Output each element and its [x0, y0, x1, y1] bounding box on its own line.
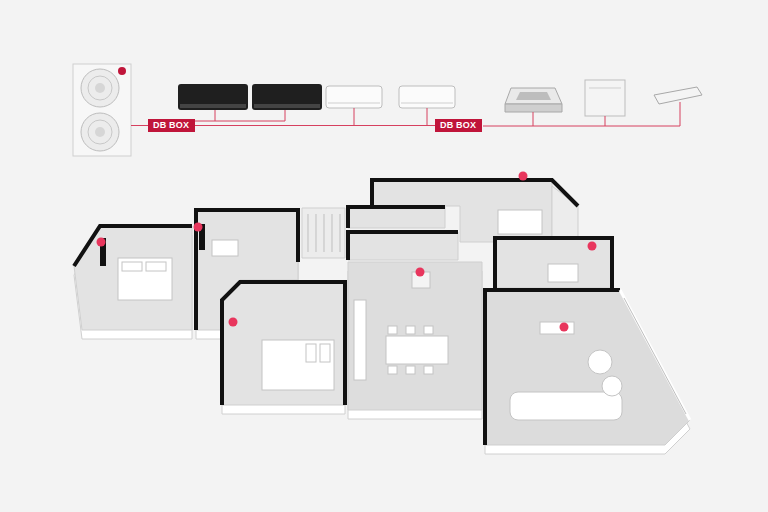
room-floor — [348, 232, 458, 260]
room-floor — [485, 290, 690, 445]
chair — [406, 326, 415, 334]
marker-dot — [560, 323, 569, 332]
room-floor — [222, 282, 345, 405]
box-label: DB BOX — [440, 120, 477, 131]
room-floor — [74, 226, 192, 330]
pipe-line — [193, 110, 285, 121]
wall — [372, 180, 578, 206]
ceiling-unit — [654, 87, 702, 104]
db-box: DB BOX — [435, 119, 482, 132]
chair — [424, 366, 433, 374]
outdoor-unit — [73, 64, 131, 156]
marker-dot — [416, 268, 425, 277]
pillow — [320, 344, 330, 362]
furniture — [118, 210, 622, 420]
console-unit — [585, 80, 625, 116]
pipe-line — [483, 102, 680, 126]
bed — [262, 340, 334, 390]
pipes — [308, 214, 340, 252]
bed — [498, 210, 542, 234]
fan-grille — [88, 76, 112, 100]
wall-unit-white — [326, 86, 382, 108]
ceiling-cassette — [540, 322, 574, 334]
dining-table — [386, 336, 448, 364]
wall — [495, 238, 612, 288]
unit-vent — [589, 88, 621, 89]
wall — [348, 207, 445, 228]
chair — [388, 326, 397, 334]
unit-vent — [401, 103, 453, 104]
marker-dot — [97, 238, 106, 247]
unit-vent — [180, 104, 246, 108]
fan-grille — [81, 113, 119, 151]
fan-hub — [95, 83, 105, 93]
side-table — [588, 350, 612, 374]
db-box: DB BOX — [148, 119, 195, 132]
pipe-line — [605, 116, 606, 126]
floor-plan — [74, 180, 690, 445]
windows — [308, 214, 690, 420]
marker-dot — [588, 242, 597, 251]
cassette-unit — [505, 88, 562, 104]
wall-unit-white — [399, 86, 455, 108]
fan-grille — [88, 120, 112, 144]
box-label: DB BOX — [153, 120, 190, 131]
cassette-unit — [505, 104, 562, 112]
chair — [424, 326, 433, 334]
pipe-line — [215, 110, 216, 121]
unit-vent — [254, 104, 320, 108]
indoor-units — [178, 80, 702, 116]
unit-housing — [73, 64, 131, 156]
wall — [222, 282, 345, 405]
wall — [196, 210, 298, 330]
pillow — [146, 262, 166, 271]
wall-unit-black — [252, 84, 322, 110]
pipe-line — [533, 112, 534, 126]
marker-dot — [519, 172, 528, 181]
wall — [348, 232, 458, 260]
room-units — [100, 224, 205, 266]
bathtub — [212, 240, 238, 256]
unit-vent — [328, 103, 380, 104]
unit-markers — [97, 172, 597, 332]
side-table — [602, 376, 622, 396]
fan-grille — [81, 69, 119, 107]
pipe-line — [427, 108, 428, 126]
fan-hub — [95, 127, 105, 137]
sofa — [510, 392, 622, 420]
room-floor — [302, 208, 345, 258]
pipe-lines — [131, 102, 680, 126]
marker-dot — [229, 318, 238, 327]
wall — [485, 290, 620, 445]
pipe-line — [131, 125, 149, 126]
cassette-grille — [516, 92, 551, 100]
window — [624, 298, 686, 414]
desk — [548, 264, 578, 282]
pillow — [306, 344, 316, 362]
window — [620, 290, 690, 420]
pillow — [122, 262, 142, 271]
pipe-connector — [195, 125, 435, 126]
chair — [406, 366, 415, 374]
wall-unit-black — [178, 84, 248, 110]
chair — [388, 366, 397, 374]
room-floor — [495, 238, 612, 288]
room-floor — [348, 262, 482, 410]
floor-base — [74, 219, 690, 454]
cabinet — [354, 300, 366, 380]
brand-logo — [118, 67, 126, 75]
marker-dot — [194, 223, 203, 232]
room-floor — [348, 207, 445, 228]
pipe-line — [354, 108, 355, 126]
bed — [118, 258, 172, 300]
